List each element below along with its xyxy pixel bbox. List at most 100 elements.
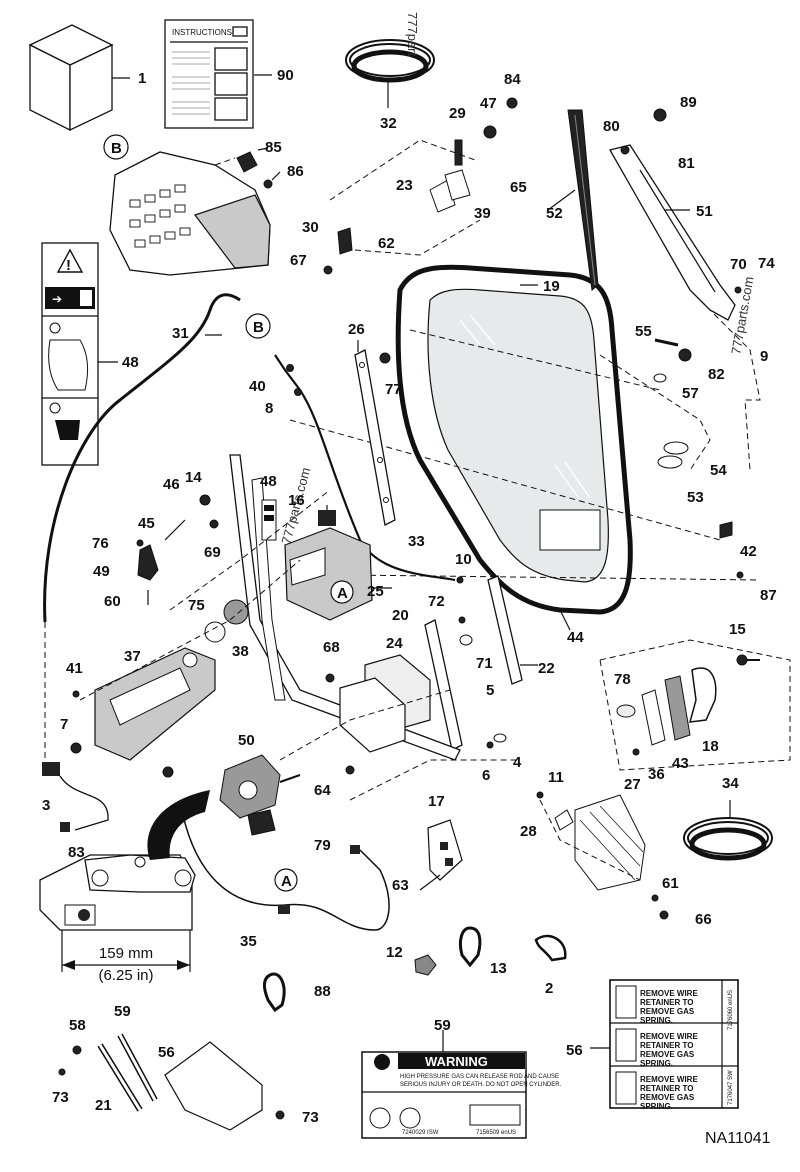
pivot-plate-24	[325, 654, 431, 775]
hinge-20	[424, 619, 463, 751]
part-label-56: 56	[566, 1042, 583, 1059]
part-label-61: 61	[662, 875, 679, 892]
part-label-41: 41	[66, 660, 83, 677]
part-label-40: 40	[249, 378, 266, 395]
watermark-right: 777parts.com	[728, 275, 756, 355]
motor-housing-25: A	[284, 527, 392, 621]
part-label-83: 83	[68, 844, 85, 861]
part-label-74: 74	[758, 255, 775, 272]
warning-code-right: 7156509 enUS	[476, 1130, 516, 1136]
part-label-2: 2	[545, 980, 553, 997]
wiper-motor-drawing: 159 mm (6.25 in)	[39, 790, 210, 984]
frame-corner	[554, 794, 669, 920]
key-15	[736, 654, 760, 666]
part-label-39: 39	[474, 205, 491, 222]
part-label-34: 34	[722, 775, 739, 792]
seal-coil-34	[683, 800, 773, 861]
warning-line-1: HIGH PRESSURE GAS CAN RELEASE ROD AND CA…	[400, 1074, 559, 1080]
seal-coil-32	[345, 39, 435, 108]
part-label-77: 77	[385, 381, 402, 398]
part-label-73: 73	[302, 1109, 319, 1126]
frame-rails	[229, 454, 461, 761]
part-label-11: 11	[548, 769, 564, 786]
warning-code-left: 7240029 ISW	[402, 1130, 439, 1136]
knob-38	[204, 599, 249, 643]
door-handle-18	[599, 639, 791, 771]
part-label-68: 68	[323, 639, 340, 656]
part-label-69: 69	[204, 544, 221, 561]
part-label-29: 29	[449, 105, 466, 122]
gas-spring-code-top: 7176060 enUS	[728, 990, 734, 1030]
part-label-57: 57	[682, 385, 699, 402]
part-label-30: 30	[302, 219, 319, 236]
part-label-49: 49	[93, 563, 110, 580]
part-label-23: 23	[396, 177, 413, 194]
part-label-62: 62	[378, 235, 395, 252]
part-label-1: 1	[138, 70, 146, 87]
part-label-46: 46	[163, 476, 180, 493]
wiper-assembly	[547, 109, 736, 321]
gas-spring-assembly	[58, 1033, 285, 1131]
part-label-32: 32	[380, 115, 397, 132]
part-label-45: 45	[138, 515, 155, 532]
part-label-26: 26	[348, 321, 365, 338]
part-label-65: 65	[510, 179, 527, 196]
part-label-53: 53	[687, 489, 704, 506]
part-label-76: 76	[92, 535, 109, 552]
part-label-44: 44	[567, 629, 584, 646]
instructions-manual: INSTRUCTIONS	[164, 19, 272, 129]
warning-line-2: SERIOUS INJURY OR DEATH. DO NOT OPEN CYL…	[400, 1082, 562, 1088]
part-label-28: 28	[520, 823, 537, 840]
part-label-67: 67	[290, 252, 307, 269]
part-label-81: 81	[678, 155, 695, 172]
part-label-89: 89	[680, 94, 697, 111]
part-label-48: 48	[122, 354, 139, 371]
callout-a-harness: A	[281, 873, 292, 890]
part-label-73: 73	[52, 1089, 69, 1106]
switch-3	[42, 762, 109, 832]
part-label-70: 70	[730, 256, 747, 273]
part-label-64: 64	[314, 782, 331, 799]
part-label-85: 85	[265, 139, 282, 156]
part-label-10: 10	[455, 551, 472, 568]
part-label-87: 87	[760, 587, 777, 604]
callout-b-cable: B	[253, 319, 264, 336]
part-label-16: 16	[288, 492, 305, 509]
gas-spring-code-bottom: 7176047 SW	[728, 1070, 734, 1105]
part-label-20: 20	[392, 607, 409, 624]
part-label-56: 56	[158, 1044, 175, 1061]
part-label-86: 86	[287, 163, 304, 180]
part-label-19: 19	[543, 278, 560, 295]
cable-31: B	[43, 293, 456, 760]
part-label-15: 15	[729, 621, 746, 638]
warning-decal: WARNING HIGH PRESSURE GAS CAN RELEASE RO…	[361, 1030, 562, 1139]
figure-code: NA11041	[705, 1130, 771, 1147]
part-label-36: 36	[648, 766, 665, 783]
watermark-top: 777part	[405, 12, 420, 56]
bracket-17	[419, 819, 463, 891]
mounting-plate: B	[103, 134, 271, 276]
callout-a-housing: A	[337, 585, 348, 602]
door-frame	[289, 264, 761, 631]
part-label-18: 18	[702, 738, 719, 755]
exit-decal: ! ➔	[41, 242, 118, 466]
svg-text:!: !	[66, 257, 71, 274]
part-label-88: 88	[314, 983, 331, 1000]
part-label-47: 47	[480, 95, 497, 112]
part-label-60: 60	[104, 593, 121, 610]
part-label-66: 66	[695, 911, 712, 928]
part-label-12: 12	[386, 944, 403, 961]
part-label-13: 13	[490, 960, 507, 977]
part-label-9: 9	[760, 348, 768, 365]
part-label-52: 52	[546, 205, 563, 222]
latch-37	[70, 647, 216, 761]
part-label-79: 79	[314, 837, 331, 854]
part-label-51: 51	[696, 203, 713, 220]
part-label-6: 6	[482, 767, 490, 784]
part-label-48: 48	[260, 473, 277, 490]
